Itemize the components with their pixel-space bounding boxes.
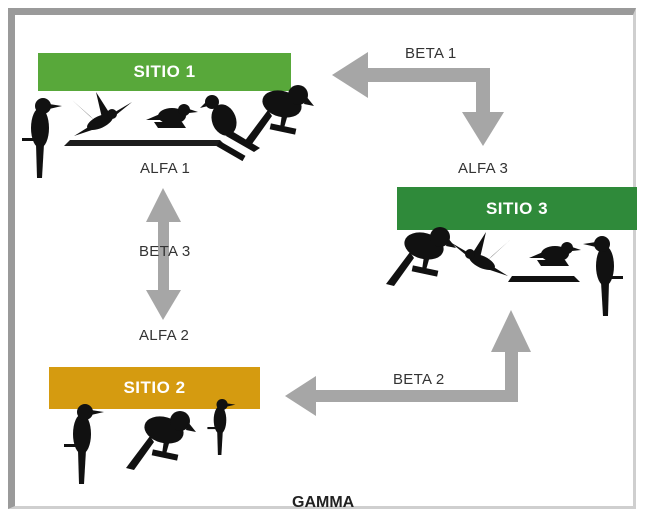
beta3-arrow: [146, 188, 181, 320]
beta2-label: BETA 2: [393, 371, 445, 388]
site1-label: SITIO 1: [133, 62, 196, 81]
alfa1-label: ALFA 1: [140, 160, 191, 177]
alfa2-label: ALFA 2: [139, 327, 190, 344]
beta1-arrow: [332, 52, 504, 146]
diagram-frame: [8, 8, 636, 509]
site1-banner: SITIO 1: [38, 53, 291, 91]
bird-silhouette-icon: [146, 104, 198, 128]
bird-silhouette-icon: [22, 98, 62, 178]
site1-birds: [22, 85, 314, 178]
bird-silhouette-icon: [583, 236, 623, 316]
bird-silhouette-icon: [64, 404, 104, 484]
hummingbird-silhouette-icon: [72, 92, 132, 136]
parrot-silhouette-icon: [126, 411, 196, 470]
alfa3-label: ALFA 3: [458, 160, 509, 177]
site3-banner: SITIO 3: [397, 187, 637, 230]
site3-label: SITIO 3: [485, 198, 549, 218]
bird-silhouette-icon: [529, 242, 581, 266]
site3-birds: [386, 227, 623, 316]
beta2-arrow: [285, 310, 531, 416]
beta1-label: BETA 1: [405, 45, 457, 62]
beta3-label: BETA 3: [139, 243, 191, 260]
bird-silhouette-icon: [200, 95, 260, 162]
parrot-silhouette-icon: [244, 85, 314, 144]
hummingbird-silhouette-icon: [450, 232, 510, 276]
site2-birds: [64, 399, 236, 484]
bird-silhouette-icon: [207, 399, 236, 455]
parrot-silhouette-icon: [386, 227, 456, 286]
site2-label: SITIO 2: [123, 378, 186, 397]
gamma-label: GAMMA: [292, 494, 355, 511]
